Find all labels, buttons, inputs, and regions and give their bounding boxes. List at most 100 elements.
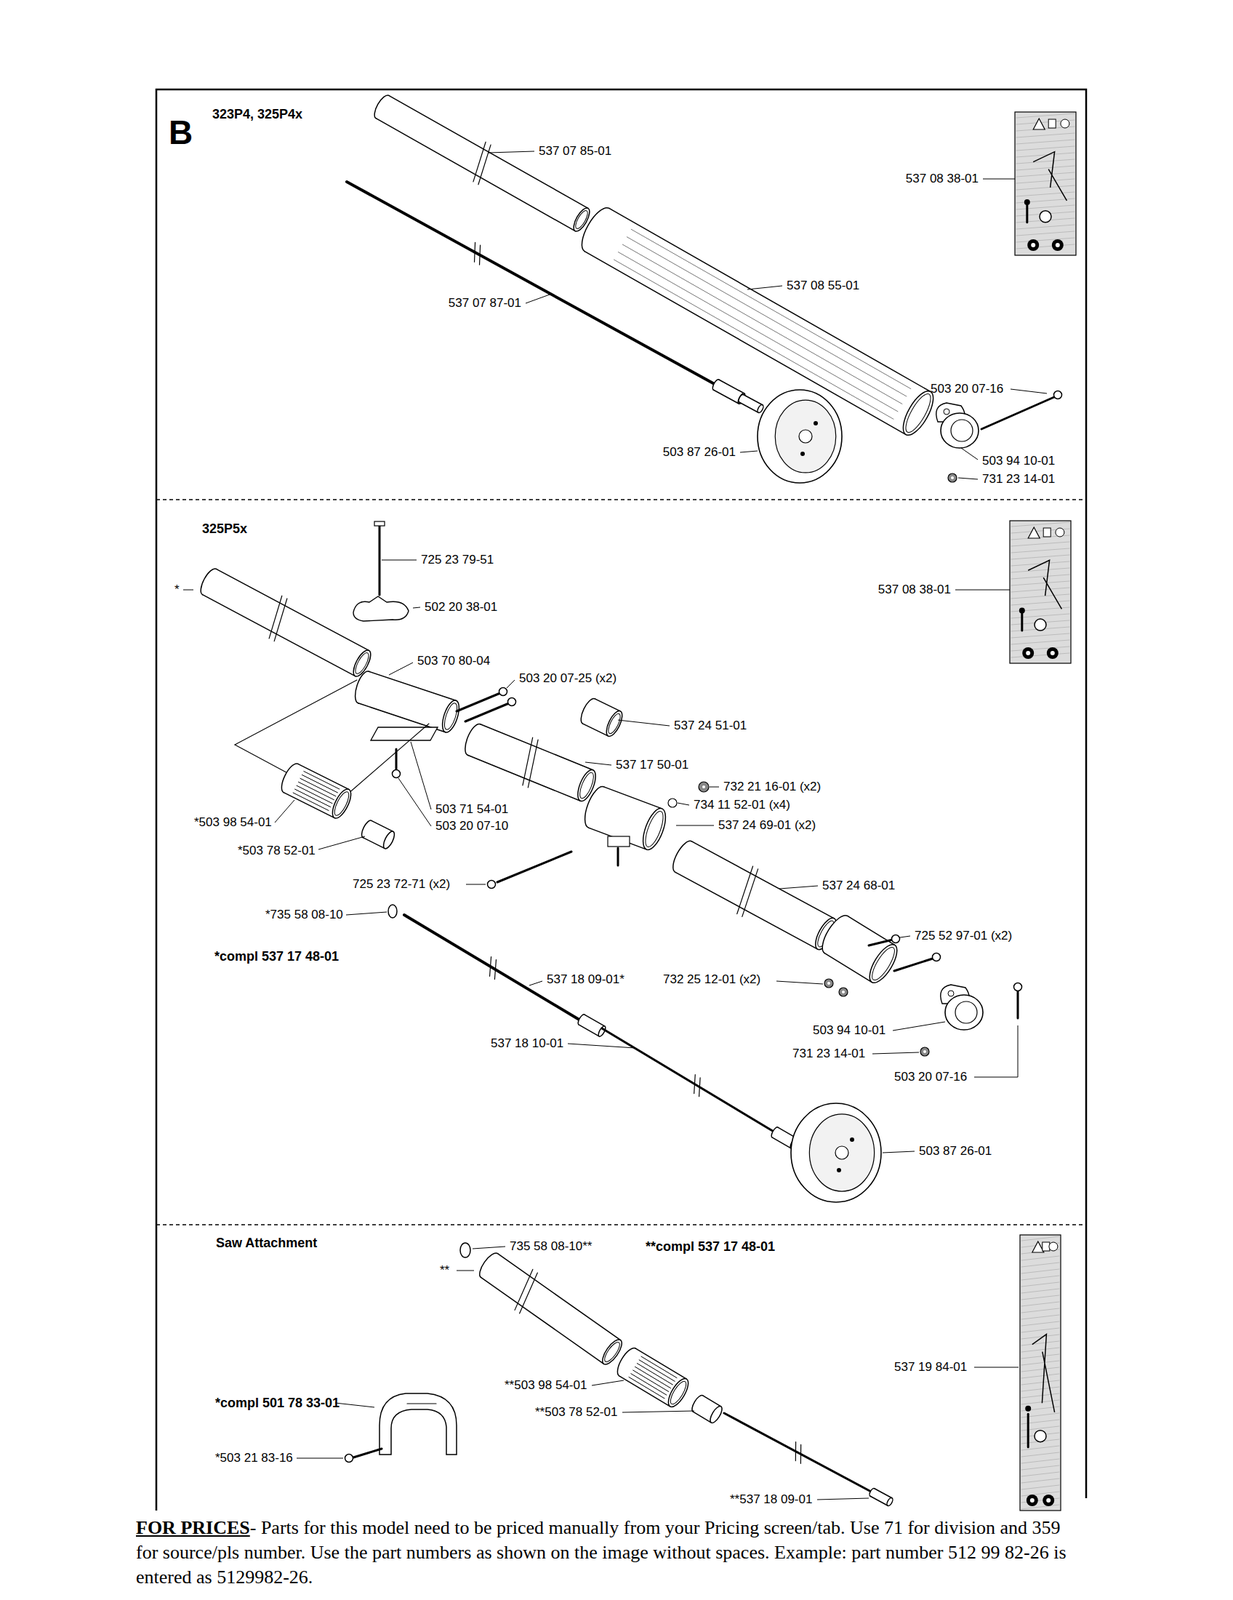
decal-hatch — [1021, 1307, 1060, 1313]
filter-cage — [664, 1375, 693, 1410]
leader-line — [1010, 388, 1047, 394]
part-number: 731 23 14-01 — [792, 1046, 866, 1061]
part-number: 537 07 87-01 — [448, 295, 522, 311]
part-number: 503 20 07-16 — [930, 381, 1004, 397]
decal-hatch — [1021, 1235, 1060, 1241]
leader-line — [882, 1150, 915, 1153]
tube-joint — [641, 809, 667, 850]
screw — [894, 958, 933, 971]
part-number: 537 19 84-01 — [894, 1359, 967, 1375]
section-heading: 323P4, 325P4x — [212, 106, 303, 122]
part-number: 503 94 10-01 — [812, 1022, 886, 1038]
warning-symbol — [1022, 647, 1034, 659]
break-mark — [519, 1272, 538, 1313]
decal-hatch — [1016, 231, 1075, 236]
part-number: **503 78 52-01 — [535, 1404, 618, 1420]
warning-symbol — [1027, 527, 1040, 538]
bushing — [708, 1403, 725, 1425]
decal-hatch — [1011, 574, 1070, 579]
decal-hatch — [1011, 587, 1070, 592]
part-number: *735 58 08-10 — [265, 907, 344, 922]
warning-symbol — [1027, 239, 1039, 251]
break-mark — [742, 868, 759, 917]
nut — [827, 981, 831, 985]
drive-wheel — [800, 451, 805, 456]
section-heading: Saw Attachment — [215, 1235, 317, 1250]
decal-hatch — [1011, 567, 1070, 573]
part-number: *503 78 52-01 — [237, 843, 316, 858]
decal-hatch — [1021, 1275, 1060, 1280]
grip-rib — [631, 229, 911, 389]
decal-hatch — [1021, 1464, 1060, 1470]
warning-figure — [1027, 1413, 1030, 1447]
decal-hatch — [1021, 1281, 1060, 1287]
decal-hatch — [1011, 593, 1070, 599]
screw-head — [892, 934, 901, 943]
leader-line — [183, 589, 194, 591]
bushing — [603, 708, 626, 739]
part-number: 503 71 54-01 — [435, 801, 509, 817]
part-number: *503 98 54-01 — [194, 814, 272, 830]
bushing — [594, 698, 621, 712]
break-mark — [795, 1441, 797, 1461]
nut — [838, 987, 848, 996]
warning-symbol — [1030, 242, 1036, 248]
part-number: *503 21 83-16 — [215, 1450, 293, 1465]
decal-hatch — [1021, 1268, 1060, 1273]
part-number: *compl 501 78 33-01 — [215, 1395, 340, 1410]
part-number: ** — [439, 1262, 450, 1278]
decal-hatch — [1021, 1347, 1060, 1352]
upper-tube — [215, 568, 369, 650]
part-number: 537 08 38-01 — [878, 582, 951, 597]
leader-line — [892, 1021, 946, 1031]
note-text: - Parts for this model need to be priced… — [135, 1516, 1067, 1588]
leader-line — [955, 589, 1010, 591]
joint-tube — [467, 724, 593, 802]
warning-symbol — [1049, 1241, 1058, 1251]
screw — [1017, 990, 1020, 1018]
warning-symbol — [1025, 650, 1031, 656]
decal-hatch — [1011, 541, 1070, 546]
bushing — [371, 820, 394, 831]
note-heading: FOR PRICES — [135, 1516, 251, 1538]
break-mark — [494, 959, 496, 980]
warning-symbol — [1030, 1497, 1035, 1502]
decal-hatch — [1016, 237, 1075, 243]
filter-rib — [639, 1359, 675, 1381]
leader-line — [709, 786, 720, 788]
decal-hatch — [1021, 1262, 1060, 1267]
filter-cage — [619, 1375, 671, 1407]
filter-rib — [298, 781, 335, 800]
warning-symbol — [1055, 242, 1060, 248]
break-mark — [800, 1443, 802, 1463]
leader-line — [472, 1246, 506, 1249]
warning-figure — [1025, 205, 1028, 223]
screw-head — [499, 687, 508, 696]
part-number: 725 23 79-51 — [420, 552, 494, 568]
break-mark — [474, 242, 476, 262]
shaft-coupler — [772, 1137, 791, 1148]
decal-hatch — [1011, 548, 1070, 553]
part-number: 732 25 12-01 (x2) — [663, 972, 761, 987]
tube-clamp — [955, 1001, 978, 1023]
filter-cage — [635, 1347, 687, 1379]
tube-housing — [824, 953, 872, 983]
grip-rib — [613, 259, 894, 419]
break-mark — [699, 1077, 701, 1097]
leader-line — [617, 719, 670, 726]
upper-tube — [202, 568, 370, 676]
leader-line — [318, 836, 365, 850]
warning-figure — [1027, 559, 1062, 609]
leader-line — [591, 1379, 624, 1385]
leader-line — [676, 825, 714, 826]
break-mark — [479, 245, 481, 265]
decal-hatch — [1021, 1255, 1060, 1260]
grip-tube — [584, 251, 906, 435]
part-number: 503 20 07-10 — [435, 818, 509, 834]
decal-hatch — [1021, 1314, 1060, 1319]
grip-tube — [584, 207, 931, 435]
warning-symbol — [1034, 618, 1047, 631]
warning-figure — [1020, 612, 1023, 631]
drive-wheel — [813, 420, 818, 426]
